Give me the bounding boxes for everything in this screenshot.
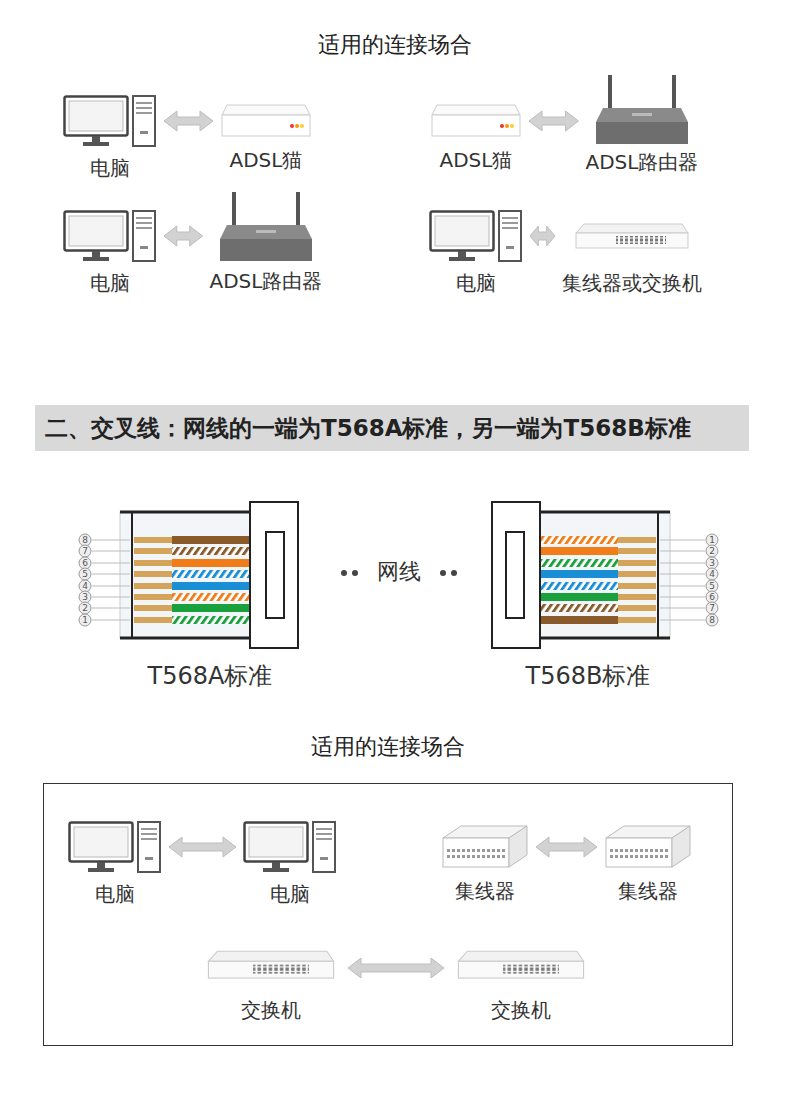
- pin-number: 5: [82, 569, 88, 579]
- pin-number: 8: [709, 615, 715, 625]
- pin-number: 7: [82, 546, 88, 556]
- pin-number: 2: [709, 546, 715, 556]
- adsl-modem-node: ADSL猫: [430, 103, 522, 174]
- pin-number: 3: [709, 558, 715, 568]
- pin-number: 5: [709, 581, 715, 591]
- device-label: 交换机: [491, 997, 551, 1024]
- band-text: 二、交叉线：网线的一端为T568A标准，另一端为T568B标准: [35, 405, 749, 451]
- hub-node: 集线器: [604, 824, 692, 905]
- t568b-plug: [492, 502, 718, 648]
- double-arrow: [530, 226, 555, 246]
- adsl-router-icon: [218, 192, 314, 264]
- computer-icon: [63, 95, 157, 147]
- pin-number: 4: [709, 569, 715, 579]
- switch-node: 交换机: [201, 949, 341, 1024]
- device-label: 集线器: [455, 878, 515, 905]
- cable-label: 网线: [377, 557, 421, 587]
- standard-label: T568A标准: [148, 660, 273, 692]
- computer-node: 电脑: [63, 95, 157, 182]
- t568a-plug: [79, 502, 298, 648]
- double-arrow: [164, 226, 203, 246]
- computer-icon: [429, 210, 523, 262]
- standard-label: T568B标准: [526, 660, 651, 692]
- hub-node: 集线器: [441, 824, 529, 905]
- switch-node: 交换机: [451, 949, 591, 1024]
- pin-number: 7: [709, 603, 715, 613]
- computer-node: 电脑: [68, 821, 162, 908]
- device-label: 电脑: [95, 881, 135, 908]
- adsl-router-icon: [594, 75, 690, 147]
- computer-icon: [243, 821, 337, 873]
- computer-node: 电脑: [243, 821, 337, 908]
- adsl-router-node: ADSL路由器: [586, 75, 699, 176]
- adsl-modem-node: ADSL猫: [220, 103, 312, 174]
- pin-number: 4: [82, 581, 88, 591]
- pin-number: 1: [82, 615, 88, 625]
- pin-number: 6: [82, 558, 88, 568]
- double-arrow: [164, 111, 213, 131]
- adsl-modem-icon: [220, 103, 312, 139]
- section-heading: 适用的连接场合: [44, 732, 732, 762]
- device-label: ADSL路由器: [210, 268, 323, 295]
- device-label: 电脑: [90, 270, 130, 297]
- section-band: 二、交叉线：网线的一端为T568A标准，另一端为T568B标准: [35, 405, 749, 451]
- computer-icon: [68, 821, 162, 873]
- pin-number: 6: [709, 592, 715, 602]
- pin-number: 2: [82, 603, 88, 613]
- device-label: 集线器: [618, 878, 678, 905]
- device-label: ADSL猫: [440, 147, 513, 174]
- hub-or-switch-node: 集线器或交换机: [562, 222, 702, 297]
- pin-number: 8: [82, 535, 88, 545]
- device-label: 集线器或交换机: [562, 270, 702, 297]
- pin-number: 1: [709, 535, 715, 545]
- computer-node: 电脑: [63, 210, 157, 297]
- hub-or-switch-icon: [574, 222, 690, 256]
- page-title: 适用的连接场合: [0, 30, 790, 60]
- adsl-router-node: ADSL路由器: [210, 192, 323, 295]
- switch-icon: [201, 949, 341, 987]
- device-label: 电脑: [456, 270, 496, 297]
- device-label: 电脑: [270, 881, 310, 908]
- group-frame: 适用的连接场合电脑电脑集线器集线器交换机交换机: [43, 783, 733, 1046]
- computer-node: 电脑: [429, 210, 523, 297]
- computer-icon: [63, 210, 157, 262]
- hub-icon: [604, 824, 692, 870]
- hub-icon: [441, 824, 529, 870]
- double-arrow: [169, 837, 236, 857]
- device-label: 交换机: [241, 997, 301, 1024]
- double-arrow: [529, 111, 579, 131]
- double-arrow: [536, 837, 597, 857]
- device-label: ADSL路由器: [586, 149, 699, 176]
- switch-icon: [451, 949, 591, 987]
- device-label: 电脑: [90, 155, 130, 182]
- adsl-modem-icon: [430, 103, 522, 139]
- pin-number: 3: [82, 592, 88, 602]
- double-arrow: [348, 958, 444, 978]
- device-label: ADSL猫: [230, 147, 303, 174]
